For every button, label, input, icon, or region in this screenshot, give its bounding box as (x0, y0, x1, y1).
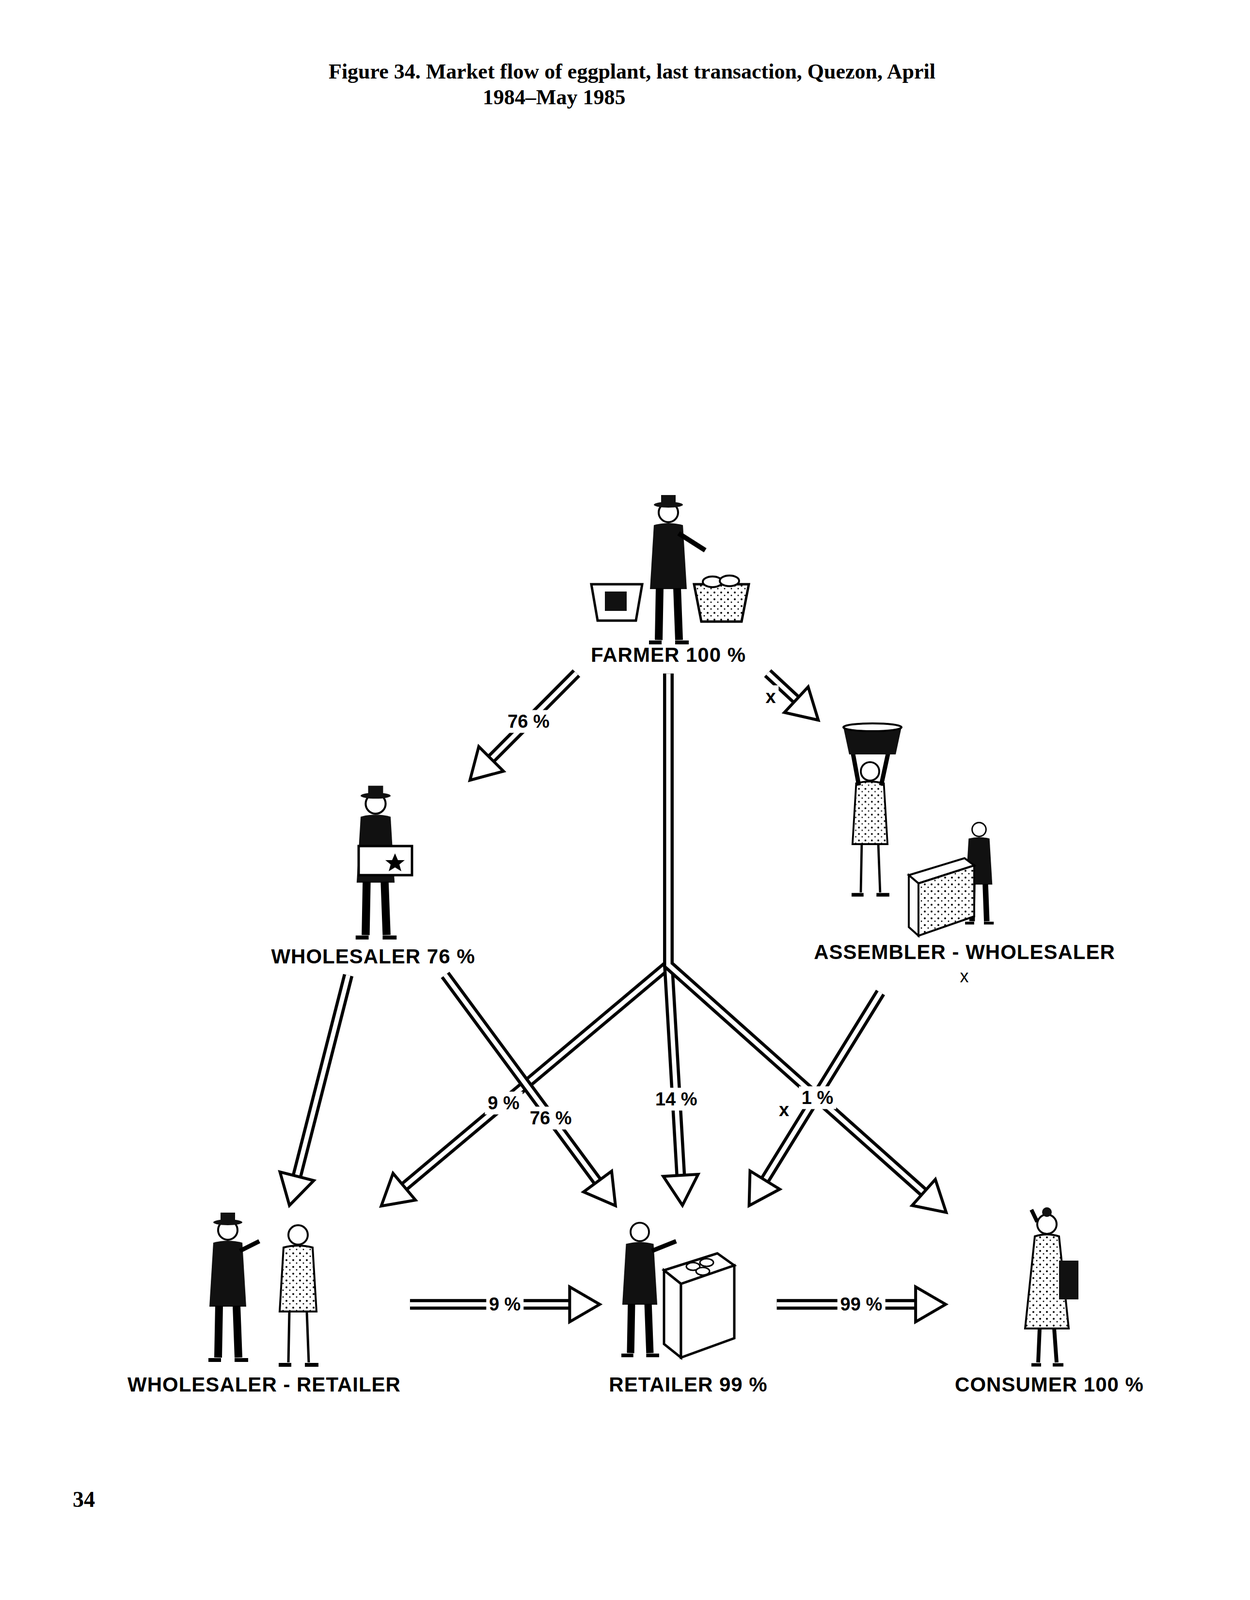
flow-share: 76 % (504, 709, 553, 733)
flow-share: 14 % (652, 1087, 701, 1110)
flow-arrow (280, 974, 349, 1205)
arrow-shaft-outline (490, 672, 577, 760)
actor-node: ASSEMBLER - WHOLESALERx (806, 721, 1123, 991)
arrow-head (470, 746, 504, 780)
wholesaler-figure (355, 785, 412, 938)
assembler-wholesaler-figures (843, 723, 994, 936)
arrow-head (912, 1178, 947, 1212)
arrow-shaft-outline (763, 992, 881, 1182)
arrow-shaft-fill (763, 992, 881, 1182)
figure-space (556, 489, 780, 643)
figure-space (606, 1206, 770, 1372)
arrow-shaft-outline (296, 974, 349, 1178)
flow-arrow (444, 974, 616, 1206)
arrow-head (569, 1286, 600, 1322)
arrow-shaft-outline (402, 673, 669, 1188)
flow-share: 1 % (798, 1085, 837, 1109)
arrow-head (915, 1286, 946, 1322)
actor-node: FARMER 100 % (552, 489, 785, 672)
actor-label: RETAILER 99 % (608, 1371, 768, 1398)
flow-share: 9 % (484, 1091, 523, 1115)
arrow-shaft-outline (668, 673, 926, 1194)
arrow-head (280, 1171, 315, 1205)
flow-arrow (381, 673, 669, 1206)
actor-node: WHOLESALER - RETAILER (120, 1206, 409, 1402)
flow-arrow (776, 1286, 947, 1322)
actor-label: FARMER 100 % (590, 642, 746, 668)
arrow-shaft-fill (444, 974, 599, 1183)
wholesaler-retailer-figures (208, 1212, 319, 1365)
figure-space (811, 721, 1118, 940)
actor-node: CONSUMER 100 % (947, 1206, 1152, 1402)
share-mark: x (959, 965, 969, 987)
actor-label: CONSUMER 100 % (954, 1371, 1144, 1398)
arrow-shaft-fill (668, 673, 926, 1194)
flow-arrow (470, 672, 577, 780)
retailer-figure (621, 1222, 735, 1358)
consumer-figure (1025, 1206, 1079, 1365)
figure-title: Figure 34. Market flow of eggplant, last… (328, 59, 959, 111)
actor-node: RETAILER 99 % (601, 1206, 775, 1402)
flow-arrow (410, 1286, 600, 1322)
flow-share: 9 % (486, 1292, 524, 1316)
arrow-head (583, 1170, 616, 1206)
actor-node: WHOLESALER 76 % (263, 781, 483, 974)
arrow-shaft-fill (490, 672, 577, 760)
flow-share: x (762, 684, 779, 708)
arrow-head (749, 1170, 780, 1206)
arrow-head (663, 1173, 698, 1205)
farmer-figure (591, 494, 749, 643)
flow-arrow (749, 992, 881, 1206)
figure-space (125, 1206, 404, 1372)
arrow-shaft-fill (296, 974, 349, 1178)
page-number: 34 (72, 1486, 95, 1512)
arrow-shaft-fill (402, 673, 669, 1188)
flow-share: 76 % (526, 1106, 575, 1129)
arrow-head (784, 686, 819, 721)
figure-space (268, 781, 478, 944)
figure-space (952, 1206, 1147, 1372)
actor-label: WHOLESALER - RETAILER (127, 1371, 401, 1398)
arrow-head (381, 1172, 416, 1206)
flow-share: x (775, 1097, 792, 1121)
actor-label: WHOLESALER 76 % (270, 943, 475, 970)
flow-share: 99 % (837, 1292, 886, 1316)
arrow-shaft-outline (444, 974, 599, 1183)
actor-label: ASSEMBLER - WHOLESALER (813, 939, 1116, 966)
